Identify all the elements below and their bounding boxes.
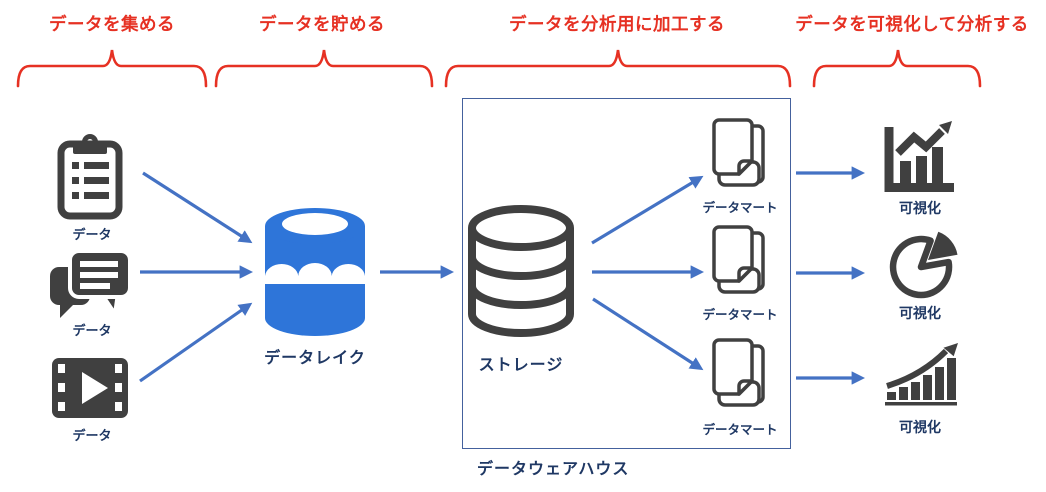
- section-label-store: データを貯める: [259, 14, 385, 34]
- mart-label: データマート: [702, 423, 778, 437]
- data-lake-icon: [265, 208, 365, 336]
- bar-chart-trend-icon: [884, 121, 954, 192]
- chat-bubbles-icon: [50, 249, 132, 320]
- section-label-collect: データを集める: [49, 14, 175, 34]
- pie-chart-icon: [889, 231, 958, 299]
- section-label-visualize: データを可視化して分析する: [795, 14, 1029, 34]
- warehouse-label: データウェアハウス: [477, 461, 630, 478]
- source-label: データ: [72, 428, 112, 443]
- visualization-label: 可視化: [899, 305, 941, 321]
- source-label: データ: [72, 227, 112, 242]
- clipboard-icon: [57, 134, 123, 220]
- warehouse-box: [462, 98, 791, 449]
- section-brace-visualize: [812, 49, 982, 88]
- datalake-label: データレイク: [264, 350, 366, 367]
- visualization-label: 可視化: [899, 419, 941, 435]
- mart-label: データマート: [702, 308, 778, 322]
- mart-label: データマート: [702, 201, 778, 215]
- flow-arrow-source3-to-datalake: [139, 302, 253, 383]
- source-label: データ: [72, 323, 112, 338]
- flow-arrow-source1-to-datalake: [142, 171, 253, 244]
- section-brace-store: [214, 49, 434, 88]
- section-label-process: データを分析用に加工する: [509, 14, 725, 34]
- data-mart-documents-icon: [712, 118, 765, 187]
- growth-chart-icon: [885, 343, 958, 406]
- database-storage-icon: [468, 205, 574, 337]
- section-brace-collect: [16, 49, 208, 88]
- visualization-label: 可視化: [899, 200, 941, 216]
- storage-label: ストレージ: [478, 357, 564, 374]
- data-mart-documents-icon: [712, 338, 765, 407]
- video-film-icon: [52, 358, 128, 418]
- section-brace-process: [444, 49, 792, 88]
- data-mart-documents-icon: [712, 225, 765, 294]
